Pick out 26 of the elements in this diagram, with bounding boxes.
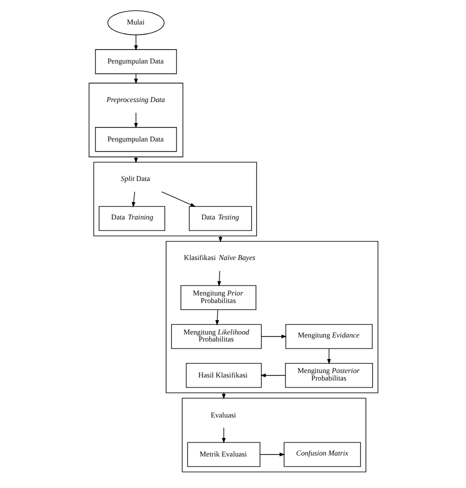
arrow xyxy=(218,236,222,242)
arrow xyxy=(260,374,286,378)
node-box: Mengitung Prior Probabilitas xyxy=(180,285,256,310)
arrow xyxy=(134,73,138,84)
node-box: Mengitung Likelihood Probabilitas xyxy=(170,324,262,349)
node-box: Mengitung Posterior Probabilitas xyxy=(284,362,372,388)
node-box: Hasil Klasifikasi xyxy=(185,362,262,388)
arrow xyxy=(221,427,226,444)
arrow xyxy=(160,191,196,207)
arrow xyxy=(259,452,284,456)
arrow xyxy=(326,348,330,364)
arrow xyxy=(134,156,138,164)
node-box: Metrik Evaluasi xyxy=(186,442,260,467)
arrow xyxy=(134,34,138,51)
node-box: Data Testing xyxy=(188,206,252,231)
arrow xyxy=(216,270,221,287)
node-box: Mengitung Evidance xyxy=(284,324,372,349)
arrow xyxy=(134,112,138,128)
node-ellipse: Mulai xyxy=(106,10,164,36)
node-box: Pengumpulan Data xyxy=(94,127,176,152)
arrow xyxy=(131,191,135,208)
arrow xyxy=(214,309,219,326)
node-box: Pengumpulan Data xyxy=(94,49,176,74)
node-box: Data Training xyxy=(98,206,165,231)
arrow xyxy=(260,334,286,338)
node-box: Confusion Matrix xyxy=(283,442,360,467)
